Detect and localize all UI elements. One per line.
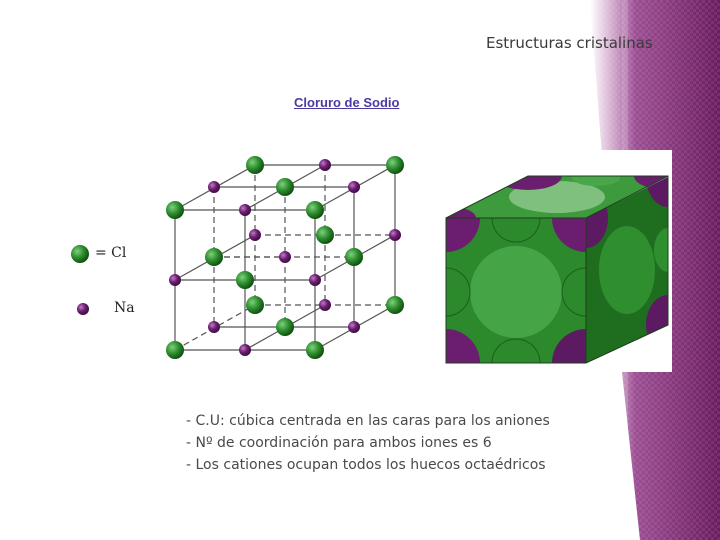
slide-title: Estructuras cristalinas <box>486 34 653 52</box>
bullet-list: - C.U: cúbica centrada en las caras para… <box>186 410 550 476</box>
legend-cl-label: = Cl <box>95 245 127 261</box>
legend-na-label: Na <box>114 300 135 316</box>
bullet-item: - C.U: cúbica centrada en las caras para… <box>186 413 550 429</box>
space-filling-cube <box>445 150 672 372</box>
bullet-item: - Los cationes ocupan todos los huecos o… <box>186 457 546 473</box>
legend-na-sphere <box>77 303 89 315</box>
bullet-item: - Nº de coordinación para ambos iones es… <box>186 435 492 451</box>
legend-cl-sphere <box>71 245 89 263</box>
slide-subtitle: Cloruro de Sodio <box>294 95 400 110</box>
